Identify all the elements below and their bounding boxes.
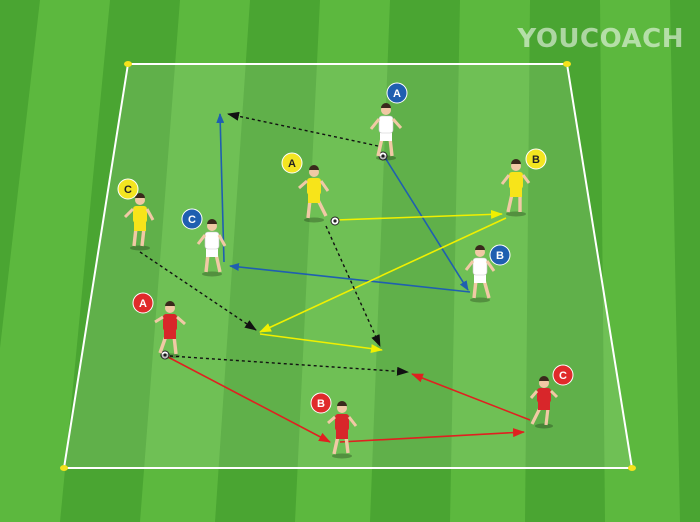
badge-red-b: B bbox=[310, 392, 332, 414]
badge-yellow-a: A bbox=[281, 152, 303, 174]
svg-text:C: C bbox=[188, 214, 196, 226]
run-arrow bbox=[325, 225, 381, 347]
pass-arrow bbox=[216, 113, 225, 263]
player-red-a bbox=[154, 301, 186, 359]
pass-arrow bbox=[259, 217, 507, 333]
pass-arrow bbox=[259, 333, 383, 354]
svg-text:A: A bbox=[393, 88, 401, 100]
player-badges: A B C A B C A bbox=[117, 82, 574, 414]
svg-text:B: B bbox=[532, 154, 540, 166]
badge-white-a: A bbox=[386, 82, 408, 104]
player-yellow-b bbox=[500, 159, 531, 217]
pass-arrow bbox=[339, 428, 525, 443]
brand-logo: YOUCOACH bbox=[517, 24, 684, 54]
badge-red-a: A bbox=[132, 292, 154, 314]
player-yellow-a bbox=[298, 165, 330, 223]
ball bbox=[160, 350, 170, 360]
player-white-c bbox=[196, 219, 227, 277]
players bbox=[123, 103, 559, 459]
svg-text:B: B bbox=[317, 398, 325, 410]
svg-text:A: A bbox=[288, 158, 296, 170]
red-passes bbox=[165, 355, 531, 443]
player-red-c bbox=[529, 376, 559, 429]
balls bbox=[160, 151, 388, 360]
blue-passes bbox=[216, 113, 471, 293]
pass-arrow bbox=[229, 262, 471, 293]
pass-arrow bbox=[411, 373, 531, 421]
svg-text:C: C bbox=[559, 370, 567, 382]
yellow-passes bbox=[259, 209, 507, 354]
ball bbox=[330, 216, 340, 226]
badge-yellow-c: C bbox=[117, 178, 139, 200]
cone bbox=[60, 465, 68, 471]
badge-white-c: C bbox=[181, 208, 203, 230]
cone bbox=[628, 465, 636, 471]
badge-yellow-b: B bbox=[525, 148, 547, 170]
pass-arrow bbox=[335, 209, 503, 221]
badge-red-c: C bbox=[552, 364, 574, 386]
cones bbox=[60, 61, 636, 471]
badge-white-b: B bbox=[489, 244, 511, 266]
movement-runs bbox=[139, 111, 409, 376]
run-arrow bbox=[139, 251, 257, 331]
player-white-a bbox=[369, 103, 403, 161]
run-arrow bbox=[227, 111, 379, 147]
player-yellow-c bbox=[123, 193, 155, 251]
cone bbox=[124, 61, 132, 67]
svg-text:A: A bbox=[139, 298, 147, 310]
cone bbox=[563, 61, 571, 67]
svg-text:C: C bbox=[124, 184, 132, 196]
player-white-b bbox=[464, 245, 496, 303]
pass-arrow bbox=[165, 355, 331, 443]
svg-text:B: B bbox=[496, 250, 504, 262]
player-red-b bbox=[327, 401, 358, 459]
run-arrow bbox=[169, 355, 409, 376]
pass-arrow bbox=[383, 155, 469, 291]
